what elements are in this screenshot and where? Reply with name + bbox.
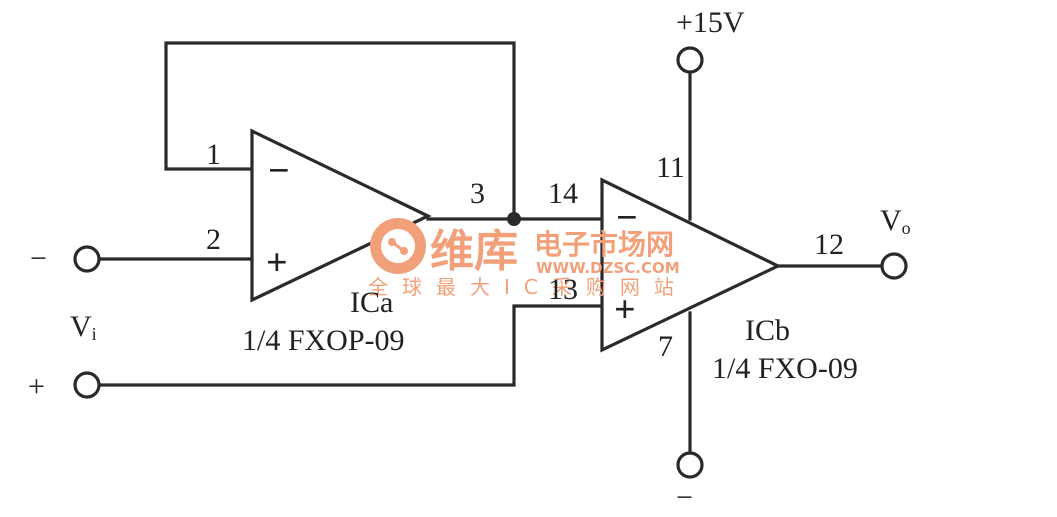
watermark-brand: 维库 — [430, 226, 518, 277]
ica-name-label: ICa — [350, 286, 393, 319]
icb-name-label: ICb — [745, 314, 790, 347]
ica-noninverting-symbol: + — [266, 242, 288, 284]
ica-part-label: 1/4 FXOP-09 — [242, 324, 405, 357]
input-plus-terminal — [73, 371, 101, 399]
watermark-site: 电子市场网 — [534, 228, 674, 261]
watermark: 维库 电子市场网 WWW.DZSC.COM 全球最大IC采购网站 — [368, 218, 688, 299]
input-voltage-symbol: V — [70, 310, 92, 343]
negative-supply-label: − — [676, 481, 693, 514]
icb-op-amp-symbol — [600, 177, 782, 353]
output-voltage-subscript: o — [902, 218, 911, 238]
ica-op-amp-symbol — [250, 128, 432, 303]
input-voltage-subscript: i — [92, 324, 97, 344]
input-minus-label: − — [30, 242, 47, 275]
icb-noninverting-symbol: + — [614, 289, 636, 331]
ica-pin-1-label: 1 — [206, 138, 221, 171]
watermark-url: WWW.DZSC.COM — [536, 259, 680, 277]
icb-part-label: 1/4 FXO-09 — [712, 352, 858, 385]
positive-supply-terminal — [676, 46, 704, 74]
input-plus-label: + — [28, 370, 45, 403]
ica-pin-3-label: 3 — [470, 177, 485, 210]
watermark-tagline: 全球最大IC采购网站 — [368, 275, 688, 299]
output-terminal — [880, 252, 908, 280]
feedback-wire — [164, 41, 516, 221]
input-voltage-label: Vi — [70, 310, 97, 344]
icb-pin-13-label: 13 — [548, 273, 578, 306]
input-plus-wire — [97, 304, 604, 387]
icb-pin-11-label: 11 — [656, 151, 685, 184]
wires — [97, 41, 884, 455]
ica-pin-2-label: 2 — [206, 223, 221, 256]
input-minus-terminal — [73, 245, 101, 273]
icb-inverting-symbol: − — [616, 197, 638, 239]
negative-supply-terminal — [676, 451, 704, 479]
icb-pin-12-label: 12 — [814, 228, 844, 261]
junction-dot — [507, 212, 521, 226]
icb-pin-7-label: 7 — [658, 330, 673, 363]
output-voltage-symbol: V — [880, 204, 902, 237]
icb-pin-14-label: 14 — [548, 177, 578, 210]
positive-supply-label: +15V — [676, 6, 745, 39]
watermark-logo-icon — [370, 218, 426, 274]
output-voltage-label: Vo — [880, 204, 911, 238]
ica-inverting-symbol: − — [268, 150, 290, 192]
